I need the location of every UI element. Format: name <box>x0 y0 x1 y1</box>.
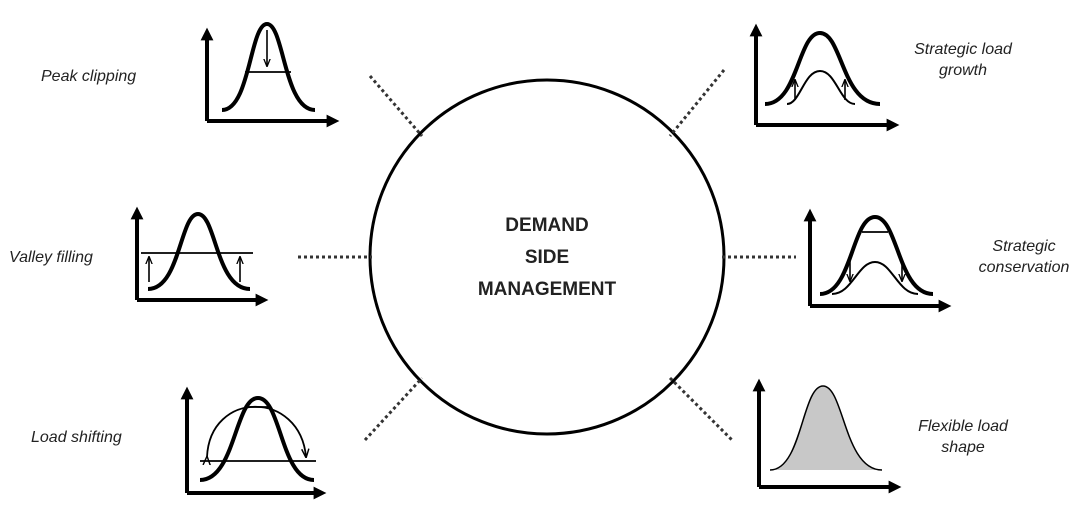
connector-strategic-load-growth <box>668 69 726 137</box>
center-title-line-2: SIDE <box>524 247 570 268</box>
label-strategic-conservation-line-1: Strategic <box>992 238 1056 255</box>
connector-flexible-load-shape <box>668 376 734 442</box>
connector-peak-clipping <box>368 75 424 137</box>
valley-filling-icon <box>130 206 269 307</box>
center-title: DEMAND SIDE MANAGEMENT <box>427 210 667 306</box>
connector-load-shifting <box>363 376 424 442</box>
label-flexible-load-shape: Flexible load shape <box>901 416 1025 458</box>
strategic-conservation-icon <box>803 208 952 313</box>
flexible-load-shape-icon <box>752 378 902 494</box>
label-flexible-load-shape-line-1: Flexible load <box>918 418 1008 435</box>
connectors <box>298 69 796 442</box>
label-peak-clipping: Peak clipping <box>41 68 137 85</box>
label-flexible-load-shape-line-2: shape <box>941 439 985 456</box>
center-title-line-1: DEMAND <box>505 215 589 236</box>
label-strategic-load-growth: Strategic load growth <box>898 39 1028 81</box>
center-title-line-3: MANAGEMENT <box>477 279 617 300</box>
label-valley-filling: Valley filling <box>9 249 93 266</box>
label-strategic-conservation: Strategic conservation <box>962 236 1086 278</box>
load-shifting-icon <box>180 386 327 500</box>
strategic-load-growth-icon <box>749 23 900 132</box>
label-strategic-load-growth-line-2: growth <box>938 62 988 79</box>
label-load-shifting: Load shifting <box>31 429 122 446</box>
peak-clipping-icon <box>200 21 340 128</box>
label-strategic-load-growth-line-1: Strategic load <box>914 41 1012 58</box>
label-strategic-conservation-line-2: conservation <box>978 259 1070 276</box>
